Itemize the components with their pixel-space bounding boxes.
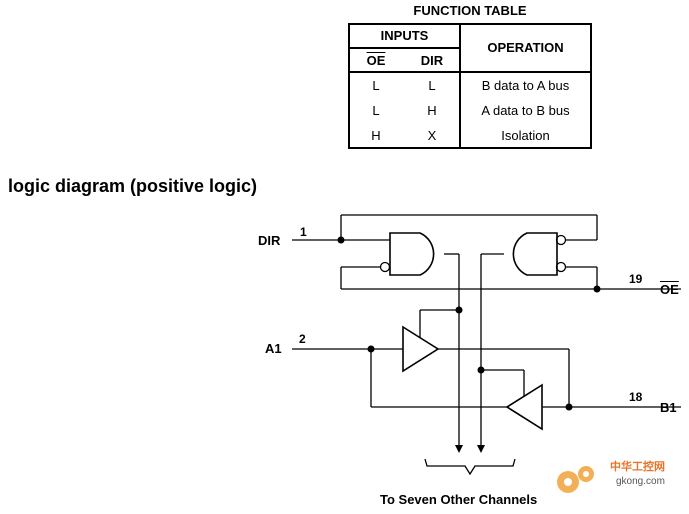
junction-dir — [337, 236, 345, 244]
left-gate-inverted-input — [379, 261, 391, 273]
inputs-header: INPUTS — [380, 28, 429, 43]
watermark-url: gkong.com — [616, 476, 665, 487]
row-3-dir: X — [427, 128, 437, 143]
a1-label: A1 — [265, 341, 282, 356]
function-table: INPUTS OPERATION OE DIR L L B data to A … — [348, 23, 592, 149]
operation-header: OPERATION — [487, 40, 564, 55]
channels-footer: To Seven Other Channels — [380, 492, 538, 507]
right-gate-inverted-input-oe — [555, 261, 567, 273]
and-gate-left — [389, 232, 435, 276]
and-gate-right — [512, 232, 558, 276]
junction-right-enable — [477, 366, 485, 374]
junction-oe — [593, 285, 601, 293]
a1-pin: 2 — [299, 332, 306, 346]
right-gate-inverted-input-dir — [555, 234, 567, 246]
row-2-operation: A data to B bus — [481, 103, 570, 118]
left-bus-arrow — [455, 445, 463, 453]
dir-pin: 1 — [300, 225, 307, 239]
junction-b1 — [565, 403, 573, 411]
table-inputs-rule — [350, 47, 459, 49]
row-2-oe: L — [372, 103, 380, 118]
junction-a1 — [367, 345, 375, 353]
table-column-divider — [459, 25, 461, 147]
dir-column-header: DIR — [420, 53, 444, 68]
b1-pin: 18 — [629, 390, 643, 404]
oe-label: OE — [660, 282, 679, 297]
table-header-rule — [350, 71, 590, 73]
oe-pin: 19 — [629, 272, 643, 286]
right-bus-arrow — [477, 445, 485, 453]
row-3-operation: Isolation — [501, 128, 550, 143]
oe-column-header: OE — [366, 53, 386, 68]
dir-label: DIR — [258, 233, 281, 248]
function-table-title: FUNCTION TABLE — [413, 3, 527, 18]
row-2-dir: H — [427, 103, 437, 118]
b1-label: B1 — [660, 400, 677, 415]
row-3-oe: H — [371, 128, 381, 143]
junction-left-enable — [455, 306, 463, 314]
logic-diagram-heading: logic diagram (positive logic) — [8, 176, 258, 196]
row-1-oe: L — [372, 78, 380, 93]
row-1-dir: L — [428, 78, 436, 93]
watermark-gear-icon — [557, 466, 594, 493]
channels-brace — [424, 458, 516, 476]
row-1-operation: B data to A bus — [481, 78, 570, 93]
watermark-text: 中华工控网 — [610, 461, 665, 473]
